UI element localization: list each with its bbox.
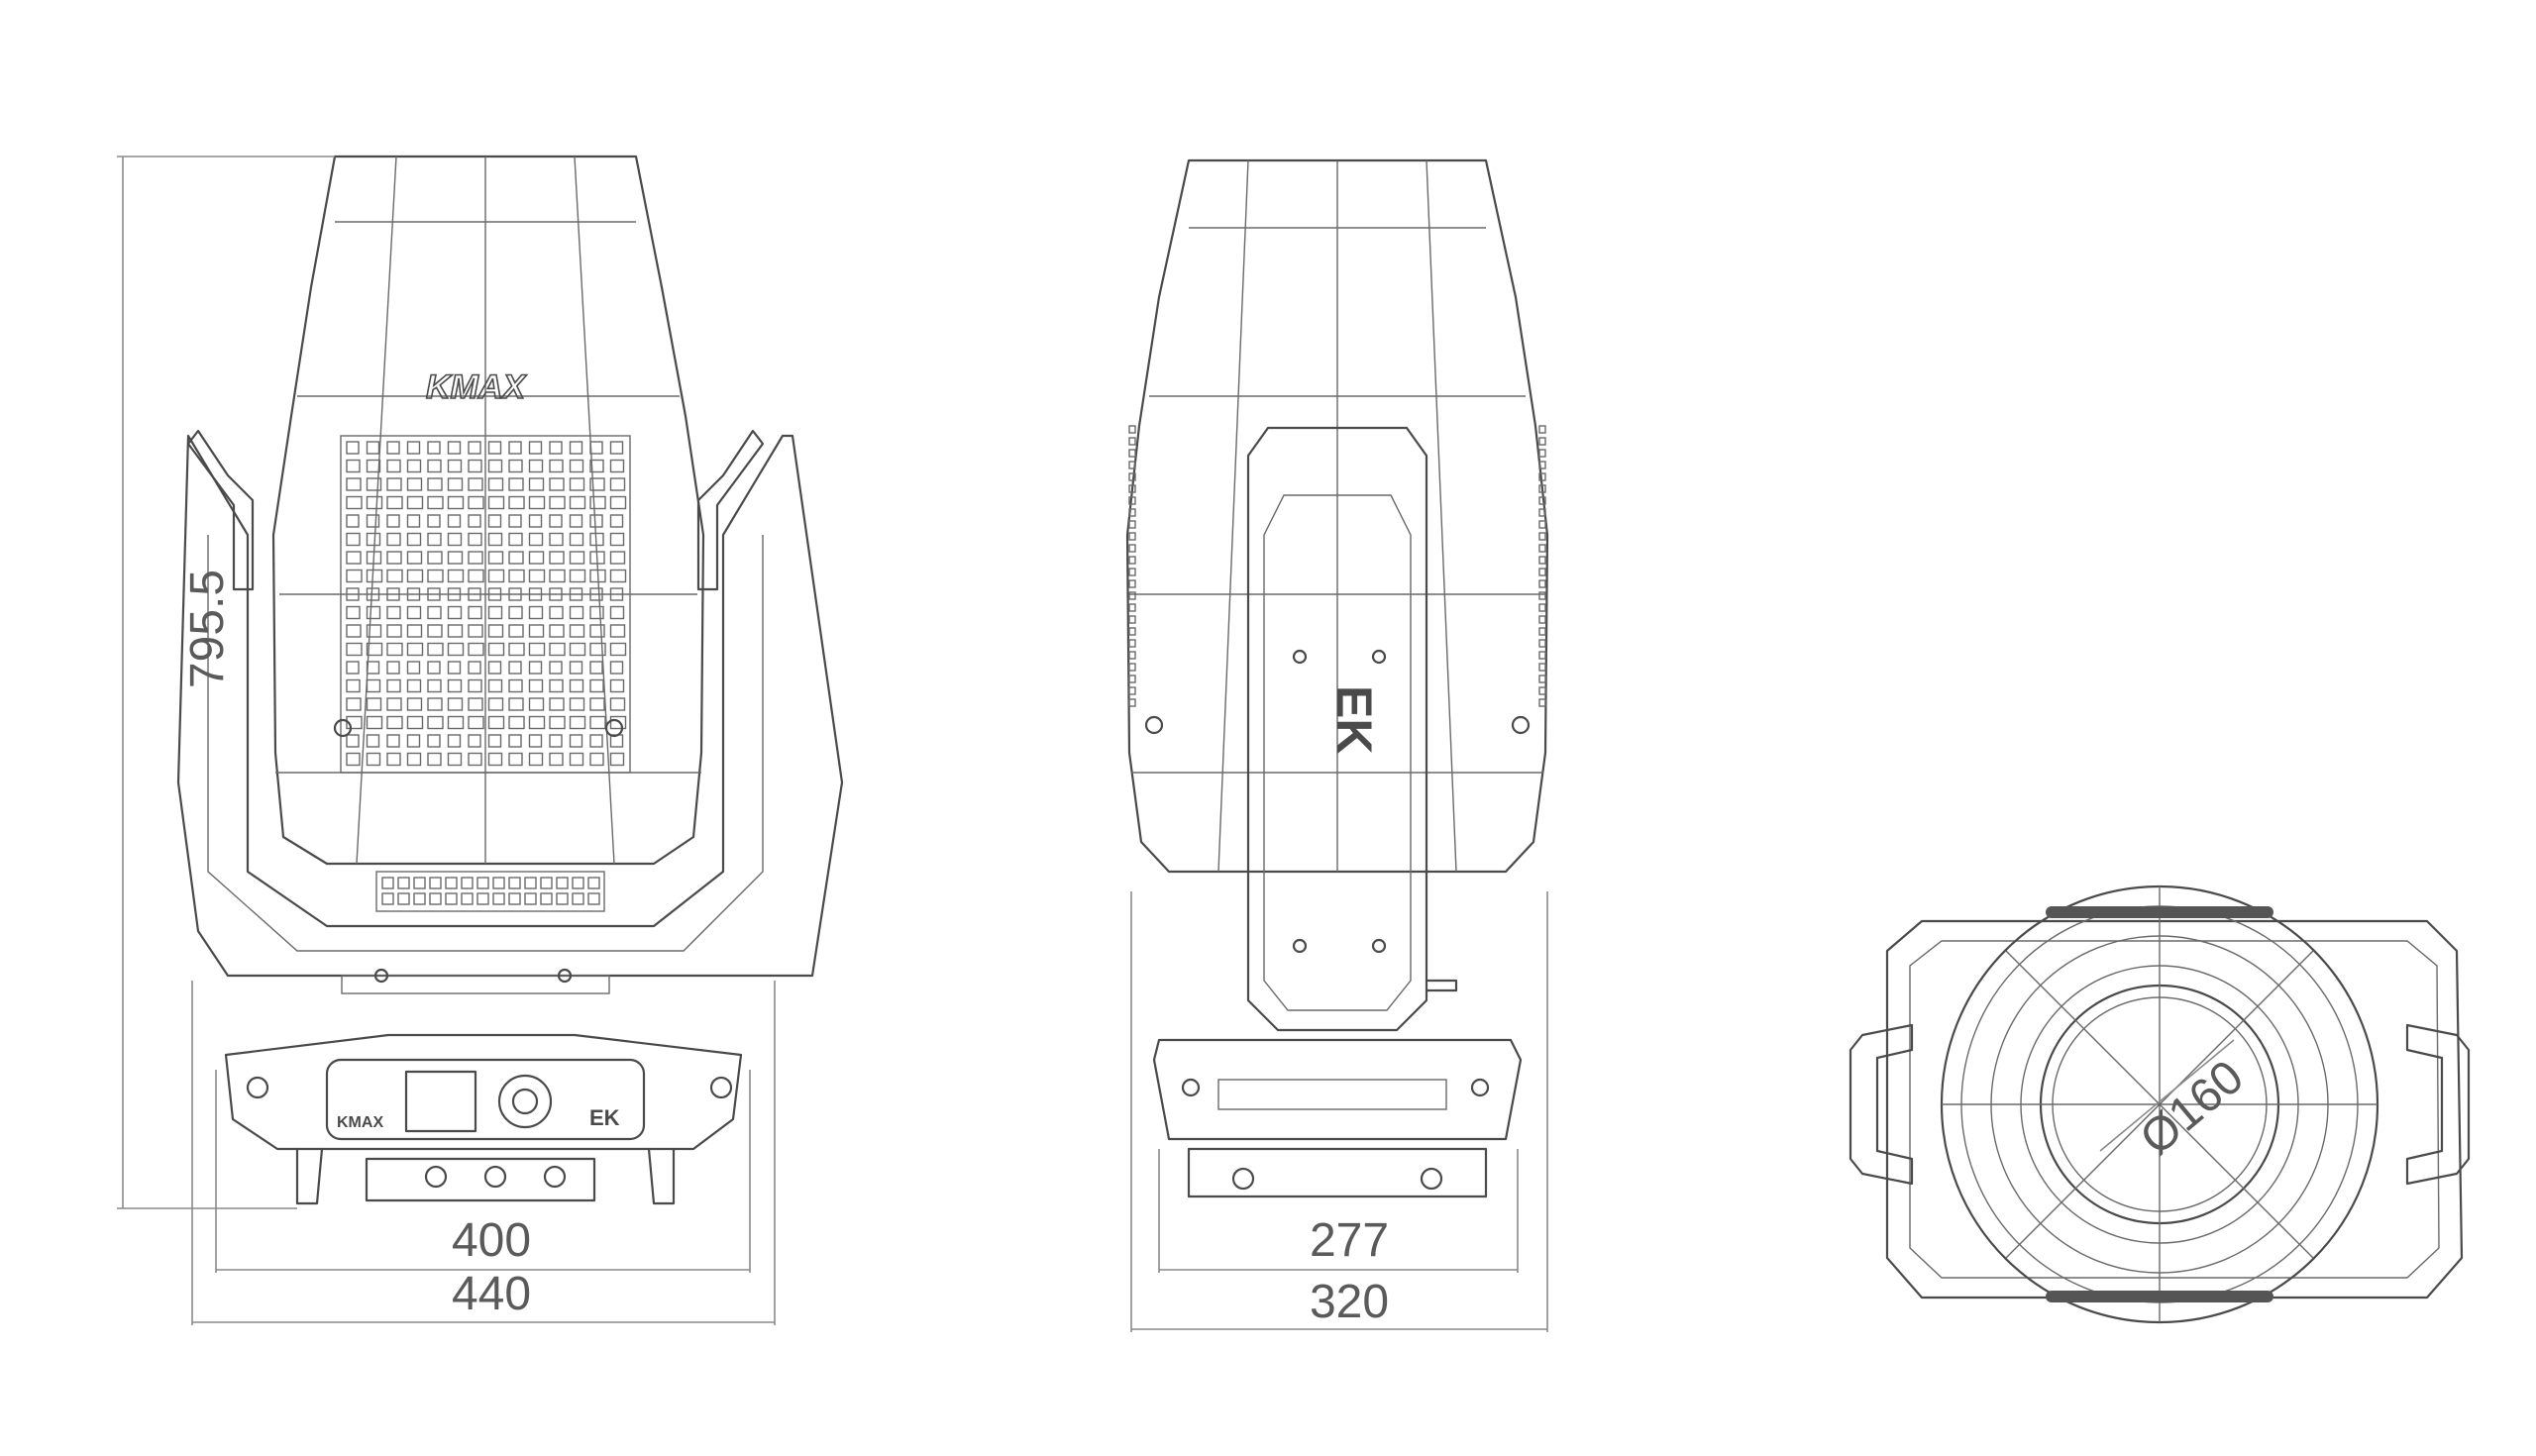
front-control-knob <box>497 1074 553 1129</box>
front-base-width-label: 400 <box>452 1214 531 1267</box>
front-yoke-left <box>176 434 844 978</box>
top-lens-diameter-label: Ø160 <box>2131 1051 2254 1166</box>
top-handle-left <box>1849 1023 1914 1186</box>
front-handle-right <box>696 429 765 591</box>
side-yoke-arm <box>1246 426 1428 1032</box>
top-handle-right <box>2405 1023 2471 1186</box>
front-grille <box>346 441 627 767</box>
side-arm-logo: EK <box>1326 685 1382 754</box>
front-brand-label: KMAX <box>426 368 527 406</box>
front-grille-frame <box>340 435 631 774</box>
side-view: EK <box>1125 158 1549 1198</box>
dimensions: 795.5 400 440 277 320 <box>117 156 1548 1332</box>
front-view: KMAX KMAX EK <box>176 155 844 1205</box>
front-height-label: 795.5 <box>181 570 234 688</box>
side-base <box>1152 1038 1523 1141</box>
front-handle-left <box>186 429 255 591</box>
front-base-panel <box>325 1058 646 1141</box>
front-display <box>404 1070 477 1133</box>
front-connectors <box>365 1157 596 1202</box>
front-base-brand: KMAX <box>337 1114 383 1131</box>
side-total-width-label: 320 <box>1310 1276 1389 1328</box>
top-lens-diameter-line <box>2099 1039 2235 1152</box>
side-connectors <box>1187 1147 1488 1198</box>
front-base <box>224 1033 743 1151</box>
top-view: Ø160 <box>1849 884 2471 1324</box>
front-head-outline <box>271 155 705 866</box>
side-base-width-label: 277 <box>1310 1214 1389 1267</box>
front-total-width-label: 440 <box>452 1268 531 1320</box>
top-outer-frame <box>1885 919 2464 1300</box>
front-base-logo: EK <box>589 1105 620 1130</box>
